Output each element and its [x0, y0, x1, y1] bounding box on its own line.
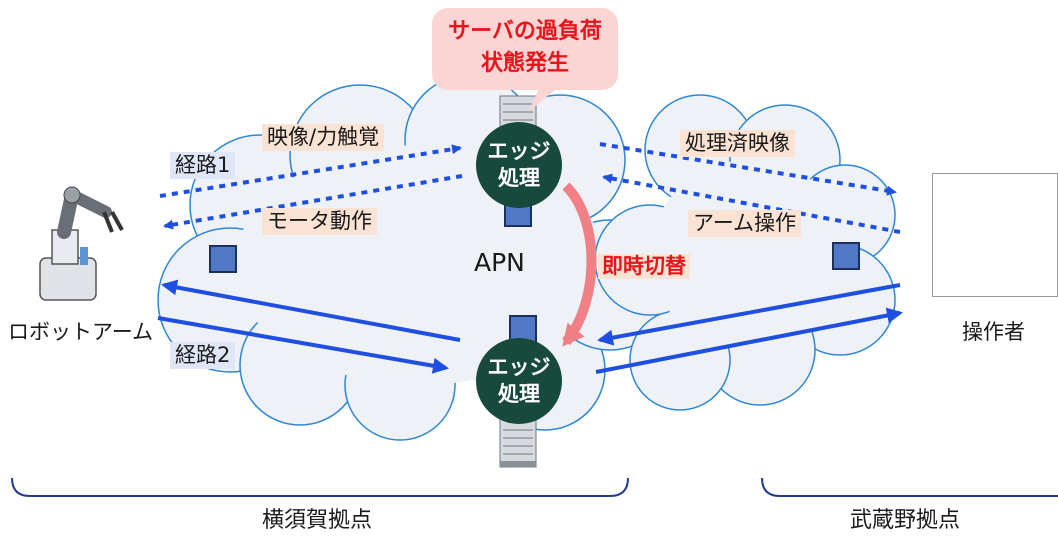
flow-processed-video: 処理済映像: [680, 130, 795, 157]
route2-label: 経路2: [170, 342, 236, 369]
edge-top-line1: エッジ: [487, 139, 551, 163]
alert-line2: 状態発生: [480, 51, 569, 76]
route1-label: 経路1: [170, 152, 236, 179]
site-right-label: 武蔵野拠点: [850, 508, 961, 533]
packet-cube-icon: [209, 199, 860, 343]
edge-node-bottom: エッジ 処理: [476, 338, 562, 424]
operator-label: 操作者: [962, 320, 1025, 344]
switch-arrow: [562, 182, 597, 347]
route2-arrows: [157, 279, 903, 374]
switch-label: 即時切替: [598, 254, 690, 279]
flow-video-haptic: 映像/力触覚: [262, 124, 385, 151]
edge-top-line2: 処理: [498, 166, 540, 190]
operator-frame: [932, 173, 1058, 297]
alert-text: サーバの過負荷 状態発生: [432, 16, 618, 80]
alert-bubble: [432, 8, 618, 90]
robot-arm-icon: [39, 186, 124, 301]
brace-right: [761, 477, 1058, 497]
route1-arrows: [159, 142, 901, 234]
robot-arm-label: ロボットアーム: [8, 320, 154, 344]
brace-left: [11, 477, 629, 497]
network-label: APN: [474, 248, 525, 277]
site-left-label: 横須賀拠点: [262, 508, 373, 533]
edge-node-top: エッジ 処理: [476, 122, 562, 208]
alert-line1: サーバの過負荷: [448, 19, 602, 44]
alert-bubble-tail: [528, 86, 560, 112]
edge-bottom-line1: エッジ: [487, 355, 551, 379]
edge-bottom-line2: 処理: [498, 382, 540, 406]
flow-arm-operation: アーム操作: [688, 210, 802, 237]
flow-motor-motion: モータ動作: [262, 208, 377, 235]
